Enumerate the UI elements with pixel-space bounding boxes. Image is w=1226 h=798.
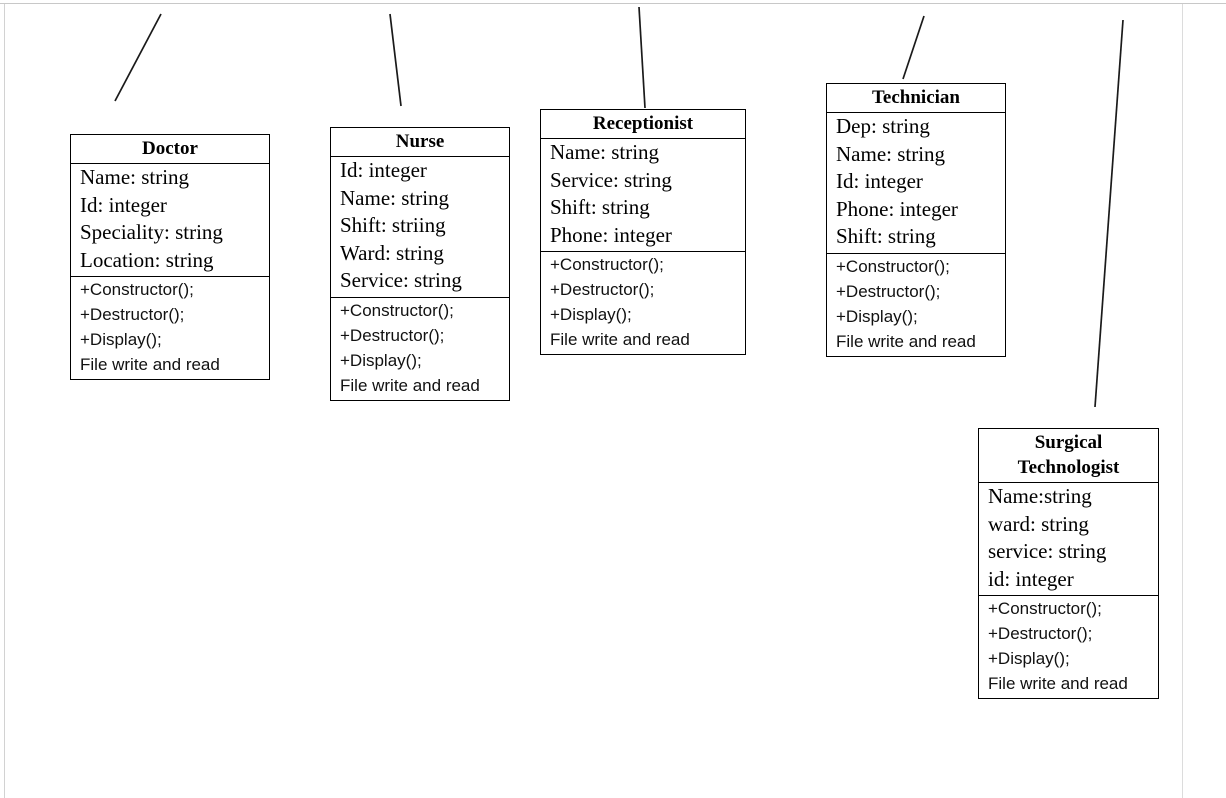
methods-compartment-receptionist: +Constructor(); +Destructor(); +Display(…: [541, 252, 745, 354]
method-row: File write and read: [550, 330, 690, 349]
attribute-row: Shift: string: [550, 195, 650, 219]
connector-nurse: [389, 13, 402, 107]
uml-class-technician[interactable]: Technician Dep: string Name: string Id: …: [826, 83, 1006, 357]
methods-compartment-nurse: +Constructor(); +Destructor(); +Display(…: [331, 298, 509, 400]
method-row: +Destructor();: [550, 280, 655, 299]
attributes-compartment-nurse: Id: integer Name: string Shift: striing …: [331, 157, 509, 298]
methods-compartment-technician: +Constructor(); +Destructor(); +Display(…: [827, 254, 1005, 356]
connector-surgical-technologist: [1094, 19, 1124, 408]
class-name-nurse: Nurse: [331, 128, 509, 157]
class-name-line-2: Technologist: [1017, 457, 1120, 478]
method-row: +Constructor();: [550, 255, 664, 274]
method-row: +Destructor();: [988, 624, 1093, 643]
method-row: File write and read: [80, 355, 220, 374]
attribute-row: Speciality: string: [80, 220, 223, 244]
methods-compartment-doctor: +Constructor(); +Destructor(); +Display(…: [71, 277, 269, 379]
method-row: +Constructor();: [340, 300, 454, 320]
method-row: +Display();: [80, 330, 162, 349]
attribute-row: ward: string: [988, 511, 1089, 536]
attribute-row: Service: string: [340, 268, 462, 292]
method-row: File write and read: [988, 674, 1128, 693]
attribute-row: Name: string: [340, 185, 450, 210]
method-row: +Constructor();: [988, 599, 1102, 618]
class-name-doctor: Doctor: [71, 135, 269, 164]
method-row: File write and read: [836, 331, 976, 351]
attribute-row: Ward: string: [340, 240, 444, 265]
connector-receptionist: [638, 6, 646, 109]
uml-class-receptionist[interactable]: Receptionist Name: string Service: strin…: [540, 109, 746, 355]
connector-doctor: [114, 13, 162, 102]
class-name-line-1: Surgical: [1034, 432, 1103, 453]
attribute-row: Name: string: [836, 141, 946, 166]
method-row: +Display();: [988, 649, 1070, 668]
method-row: +Constructor();: [836, 256, 950, 276]
method-row: +Destructor();: [836, 281, 941, 301]
uml-class-doctor[interactable]: Doctor Name: string Id: integer Speciali…: [70, 134, 270, 380]
attributes-compartment-technician: Dep: string Name: string Id: integer Pho…: [827, 113, 1005, 254]
attribute-row: id: integer: [988, 566, 1074, 591]
connector-technician: [902, 15, 925, 80]
method-row: +Destructor();: [80, 305, 185, 324]
attribute-row: Name:string: [988, 484, 1092, 508]
attribute-row: Shift: string: [836, 224, 936, 248]
attribute-row: Id: integer: [836, 169, 923, 193]
attribute-row: Location: string: [80, 247, 214, 272]
attributes-compartment-surgical-technologist: Name:string ward: string service: string…: [979, 483, 1158, 596]
attribute-row: Dep: string: [836, 114, 930, 138]
attribute-row: Name: string: [550, 140, 660, 164]
method-row: File write and read: [340, 375, 480, 395]
uml-class-nurse[interactable]: Nurse Id: integer Name: string Shift: st…: [330, 127, 510, 401]
method-row: +Display();: [836, 306, 918, 326]
page-border-left: [4, 4, 5, 798]
uml-class-surgical-technologist[interactable]: Surgical Technologist Name:string ward: …: [978, 428, 1159, 699]
class-name-receptionist: Receptionist: [541, 110, 745, 139]
method-row: +Constructor();: [80, 280, 194, 299]
method-row: +Display();: [550, 305, 632, 324]
methods-compartment-surgical-technologist: +Constructor(); +Destructor(); +Display(…: [979, 596, 1158, 698]
class-name-surgical-technologist: Surgical Technologist: [979, 429, 1158, 483]
attributes-compartment-receptionist: Name: string Service: string Shift: stri…: [541, 139, 745, 252]
method-row: +Display();: [340, 350, 422, 370]
page-border-right: [1182, 4, 1183, 798]
attribute-row: Phone: integer: [550, 222, 672, 247]
attribute-row: Phone: integer: [836, 196, 958, 221]
attribute-row: Name: string: [80, 165, 190, 189]
attribute-row: Id: integer: [340, 158, 427, 182]
attribute-row: Shift: striing: [340, 213, 446, 237]
attribute-row: Service: string: [550, 167, 672, 192]
attributes-compartment-doctor: Name: string Id: integer Speciality: str…: [71, 164, 269, 277]
method-row: +Destructor();: [340, 325, 445, 345]
class-name-technician: Technician: [827, 84, 1005, 113]
attribute-row: Id: integer: [80, 192, 167, 217]
page-border-top: [0, 3, 1226, 4]
attribute-row: service: string: [988, 539, 1107, 563]
